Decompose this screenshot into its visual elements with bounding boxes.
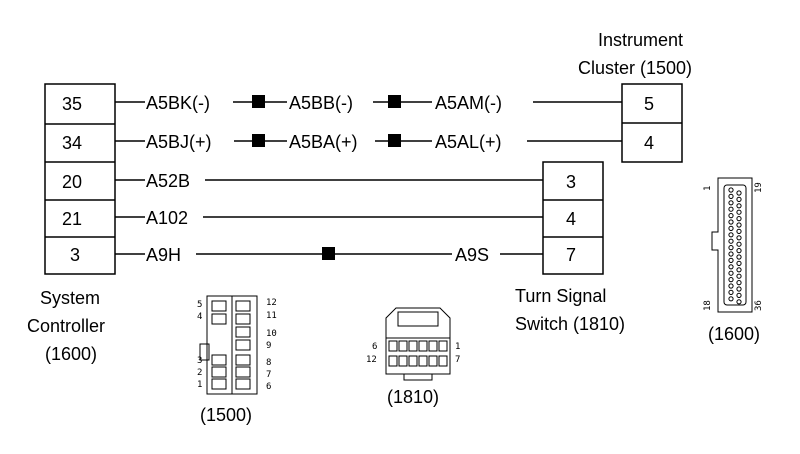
c1500-pin-label: 3: [197, 356, 202, 366]
pin-hole: [728, 251, 734, 257]
c1500-pin-label: 10: [266, 329, 277, 339]
pin-hole: [736, 286, 742, 292]
tss-pin-4: 4: [566, 209, 576, 229]
tss-pin-7: 7: [566, 245, 576, 265]
pin-hole: [736, 190, 742, 196]
splice-marker: [252, 95, 265, 108]
c1500-pin-label: 1: [197, 380, 202, 390]
sc-pin-20: 20: [62, 172, 82, 192]
pin-hole: [736, 254, 742, 260]
pin-hole: [736, 273, 742, 279]
pin-hole: [728, 232, 734, 238]
pin-hole: [728, 219, 734, 225]
c1810-pin-label: 12: [366, 355, 377, 365]
c1600-pin-label: 19: [754, 182, 764, 193]
pin-hole: [728, 238, 734, 244]
turn-signal-switch-box: [542, 161, 604, 275]
wire-label-a5bk: A5BK(-): [146, 93, 210, 113]
c1500-pin-label: 6: [266, 382, 271, 392]
c1600-pin-label: 18: [703, 300, 713, 311]
pin-hole: [728, 193, 734, 199]
pin-hole: [728, 283, 734, 289]
splice-marker: [388, 134, 401, 147]
ic-pin-4: 4: [644, 133, 654, 153]
c1810-caption: (1810): [387, 387, 439, 407]
wire-label-a52b: A52B: [146, 171, 190, 191]
tss-title-line1: Turn Signal: [515, 286, 606, 306]
connector-1810-icon: [385, 307, 451, 381]
pin-hole: [728, 296, 734, 302]
connector-1600-icon: [711, 177, 753, 313]
sc-pin-3: 3: [70, 245, 80, 265]
splice-marker: [252, 134, 265, 147]
c1500-pin-label: 9: [266, 341, 271, 351]
pin-hole: [736, 228, 742, 234]
pin-hole: [736, 196, 742, 202]
pin-hole: [736, 292, 742, 298]
splice-marker: [322, 247, 335, 260]
wire-label-a5am: A5AM(-): [435, 93, 502, 113]
ic-title-line1: Instrument: [598, 30, 683, 50]
splice-marker: [388, 95, 401, 108]
pin-hole: [736, 260, 742, 266]
pin-hole: [736, 299, 742, 305]
system-controller-box: [44, 83, 116, 275]
c1500-pin-label: 11: [266, 311, 277, 321]
pin-hole: [728, 264, 734, 270]
pin-hole: [728, 245, 734, 251]
c1500-pin-label: 8: [266, 358, 271, 368]
c1500-pin-label: 12: [266, 298, 277, 308]
pin-hole: [736, 235, 742, 241]
c1810-pin-label: 6: [372, 342, 377, 352]
c1810-pin-label: 7: [455, 355, 460, 365]
tss-pin-3: 3: [566, 172, 576, 192]
ic-title-line2: Cluster (1500): [578, 58, 692, 78]
c1600-pin-label: 36: [754, 300, 764, 311]
wire-label-a9h: A9H: [146, 245, 181, 265]
wire-label-a5ba: A5BA(+): [289, 132, 358, 152]
c1810-pin-label: 1: [455, 342, 460, 352]
wire-label-a5al: A5AL(+): [435, 132, 502, 152]
pin-hole: [736, 222, 742, 228]
sc-title-line3: (1600): [45, 344, 97, 364]
ic-pin-5: 5: [644, 94, 654, 114]
pin-hole: [736, 216, 742, 222]
wire-label-a9s: A9S: [455, 245, 489, 265]
pin-hole: [728, 289, 734, 295]
pin-hole: [728, 213, 734, 219]
wire-label-a5bb: A5BB(-): [289, 93, 353, 113]
pin-hole: [736, 209, 742, 215]
wire-label-a102: A102: [146, 208, 188, 228]
pin-hole: [736, 241, 742, 247]
sc-title-line1: System: [40, 288, 100, 308]
pin-hole: [728, 200, 734, 206]
c1500-pin-label: 2: [197, 368, 202, 378]
connector-1500-icon: [199, 295, 258, 395]
pin-hole: [736, 267, 742, 273]
pin-hole: [728, 277, 734, 283]
c1500-pin-label: 5: [197, 300, 202, 310]
pin-hole: [736, 248, 742, 254]
pin-hole: [728, 206, 734, 212]
pin-hole: [728, 225, 734, 231]
sc-pin-21: 21: [62, 209, 82, 229]
c1600-caption: (1600): [708, 324, 760, 344]
tss-title-line2: Switch (1810): [515, 314, 625, 334]
c1500-pin-label: 7: [266, 370, 271, 380]
wire-label-a5bj: A5BJ(+): [146, 132, 212, 152]
pin-hole: [736, 280, 742, 286]
sc-pin-35: 35: [62, 94, 82, 114]
sc-title-line2: Controller: [27, 316, 105, 336]
pin-hole: [728, 257, 734, 263]
pin-hole: [736, 203, 742, 209]
sc-pin-34: 34: [62, 133, 82, 153]
pin-hole: [728, 270, 734, 276]
c1500-caption: (1500): [200, 405, 252, 425]
c1600-pin-label: 1: [703, 186, 713, 191]
pin-hole: [728, 187, 734, 193]
c1500-pin-label: 4: [197, 312, 202, 322]
